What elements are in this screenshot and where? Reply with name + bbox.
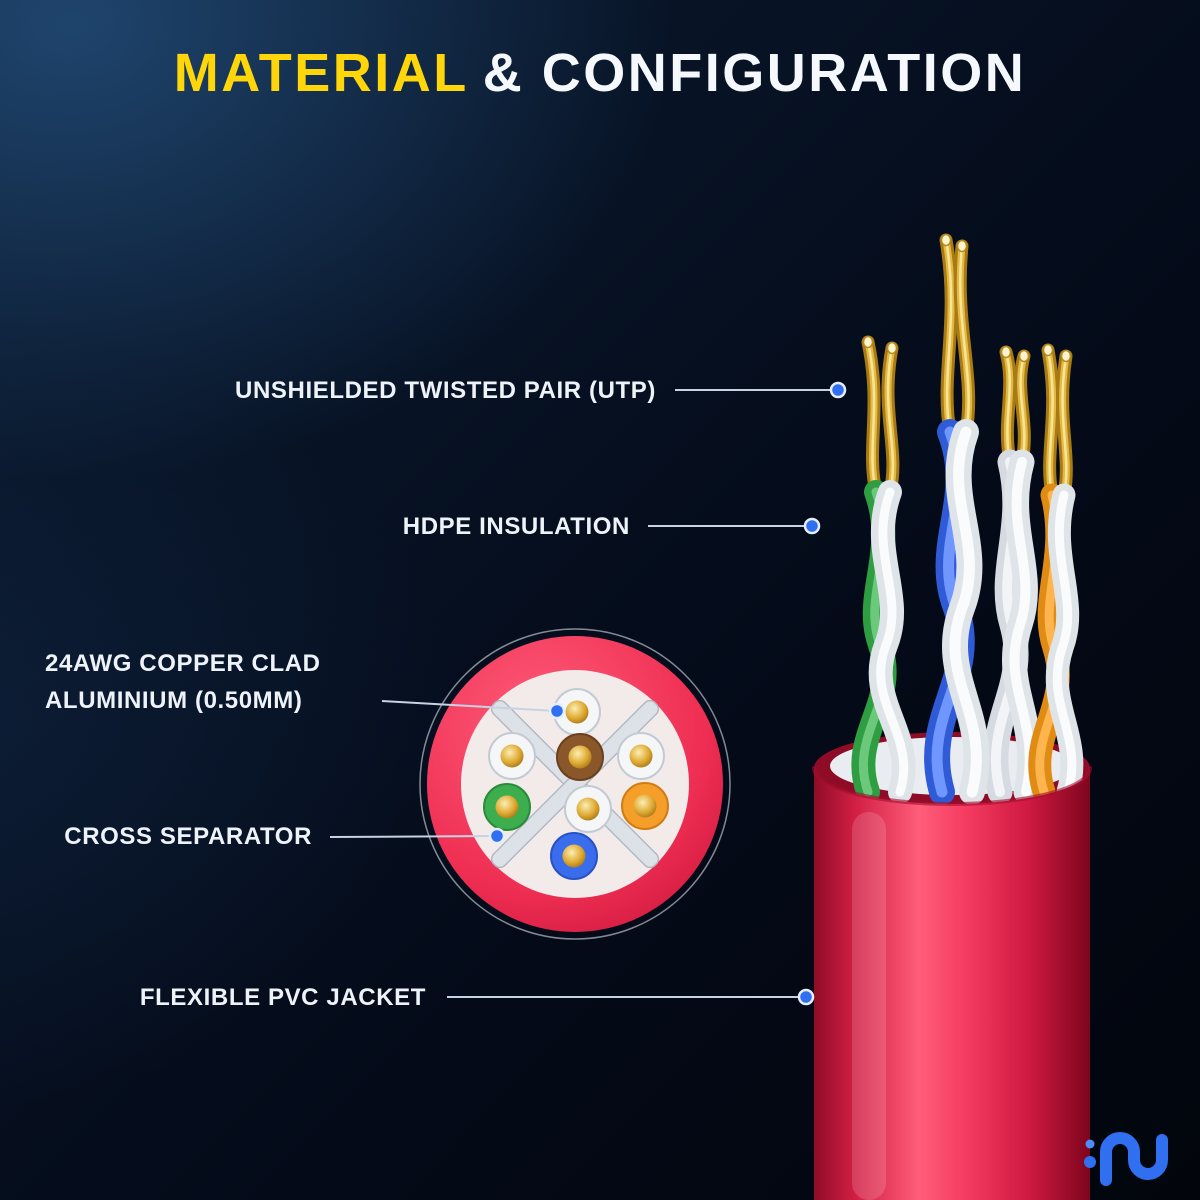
xs-wire-white-left (488, 732, 536, 780)
twisted-pair-orange (1040, 350, 1072, 792)
xs-wire-orange (621, 782, 669, 830)
cross-section-inset (419, 628, 731, 940)
title-rest: & CONFIGURATION (482, 43, 1027, 103)
leader-dot-hdpe (803, 517, 821, 535)
twisted-pair-white (996, 352, 1030, 792)
leader-dot-utp (829, 381, 847, 399)
label-jacket: FLEXIBLE PVC JACKET (139, 984, 426, 1011)
xs-wire-green (483, 783, 531, 831)
cable-cutaway (812, 233, 1092, 1200)
cable-jacket-body (814, 768, 1090, 1200)
leader-dot-cross (488, 827, 506, 845)
page-title: MATERIAL& CONFIGURATION (0, 42, 1200, 104)
leader-line-copper (381, 700, 558, 712)
label-hdpe: HDPE INSULATION (402, 513, 630, 540)
leader-lines (329, 389, 838, 998)
leader-dot-jacket (797, 988, 815, 1006)
xs-wire-white-bottom (564, 785, 612, 833)
leader-dots (488, 381, 847, 1006)
title-highlight: MATERIAL (173, 43, 469, 103)
xs-wire-blue (550, 832, 598, 880)
label-copper: 24AWG COPPER CLAD ALUMINIUM (0.50MM) (45, 645, 321, 719)
cable-mouth-lip (812, 766, 1092, 806)
twisted-pair-green (863, 342, 903, 792)
leader-dot-copper (548, 702, 566, 720)
inset-outline-circle (419, 628, 731, 940)
twisted-pair-blue (937, 240, 976, 792)
conductor-tips (862, 233, 1072, 363)
label-copper-line1: 24AWG COPPER CLAD (45, 650, 321, 677)
label-copper-line2: ALUMINIUM (0.50MM) (45, 687, 303, 714)
leader-line-cross (329, 835, 498, 838)
wave-m-logo-icon (1084, 1132, 1168, 1186)
jacket-highlight (852, 812, 886, 1200)
xs-wire-brown (556, 733, 604, 781)
xs-wire-white-right (617, 732, 665, 780)
label-utp: UNSHIELDED TWISTED PAIR (UTP) (235, 377, 656, 404)
label-cross: CROSS SEPARATOR (64, 823, 312, 850)
